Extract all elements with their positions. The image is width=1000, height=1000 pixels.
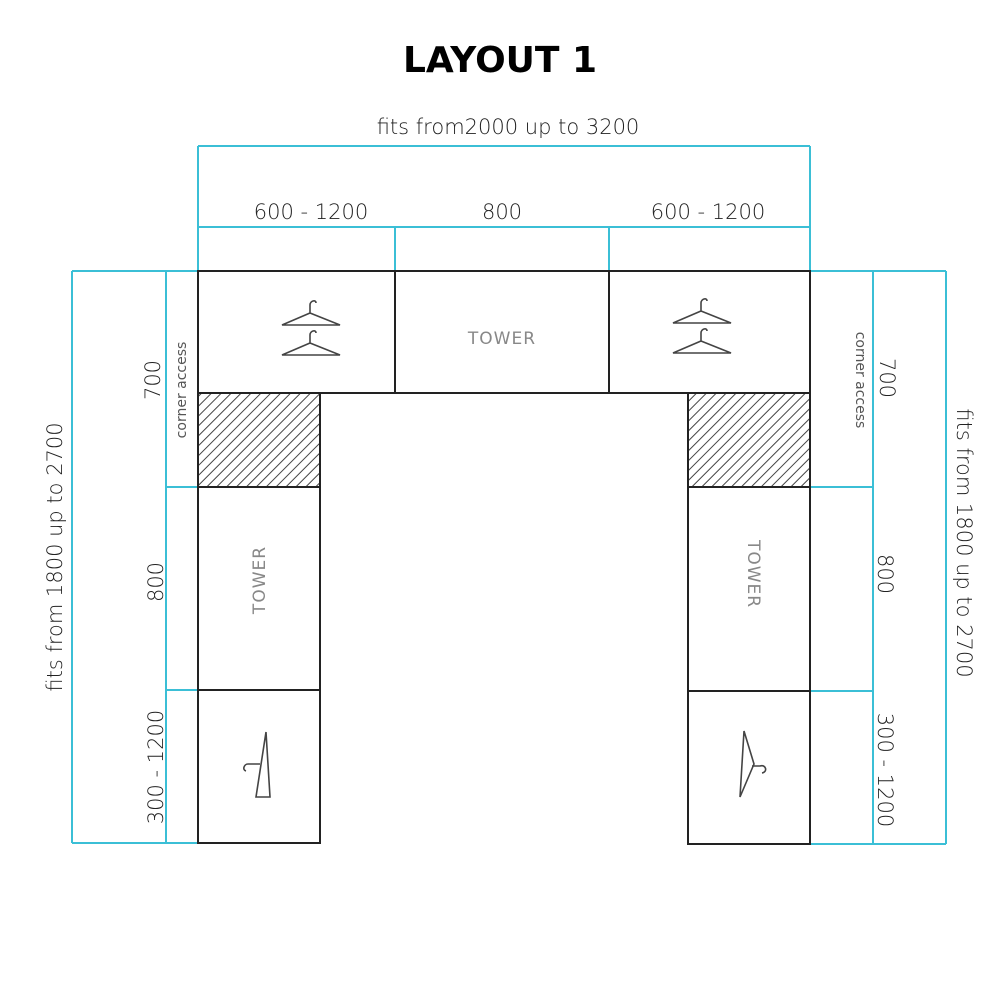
right-tower-label: TOWER (743, 539, 763, 608)
right-bottom-depth-label: 300 - 1200 (873, 713, 897, 827)
overall-width-label: fits from2000 up to 3200 (377, 115, 640, 139)
left-tower-unit (197, 486, 321, 691)
right-width-label: 600 - 1200 (651, 200, 765, 224)
hanger-icon (739, 730, 767, 798)
dimension-lines (71, 145, 947, 845)
corner-access-right-label: corner access (852, 332, 868, 429)
right-corner-depth-label: 700 (875, 358, 899, 398)
left-width-label: 600 - 1200 (254, 200, 368, 224)
right-overall-depth-label: fits from 1800 up to 2700 (952, 408, 976, 677)
top-left-hanging-unit (197, 270, 396, 394)
top-tower-label: TOWER (467, 329, 536, 349)
right-tower-depth-label: 800 (873, 554, 897, 594)
left-corner-blocked-area (197, 392, 321, 488)
left-corner-depth-label: 700 (141, 360, 165, 400)
center-width-label: 800 (482, 200, 522, 224)
top-tower-unit (394, 270, 610, 394)
right-bottom-hanging-unit (687, 690, 811, 845)
right-corner-blocked-area (687, 392, 811, 488)
layout-title: LAYOUT 1 (403, 40, 597, 81)
right-tower-unit (687, 486, 811, 692)
left-tower-label: TOWER (250, 546, 270, 615)
top-right-hanging-unit (608, 270, 811, 394)
corner-access-left-label: corner access (174, 342, 190, 439)
left-bottom-depth-label: 300 - 1200 (144, 710, 168, 824)
left-bottom-hanging-unit (197, 689, 321, 844)
left-tower-depth-label: 800 (144, 562, 168, 602)
hanger-icon (243, 731, 271, 798)
left-overall-depth-label: fits from 1800 up to 2700 (43, 422, 67, 691)
